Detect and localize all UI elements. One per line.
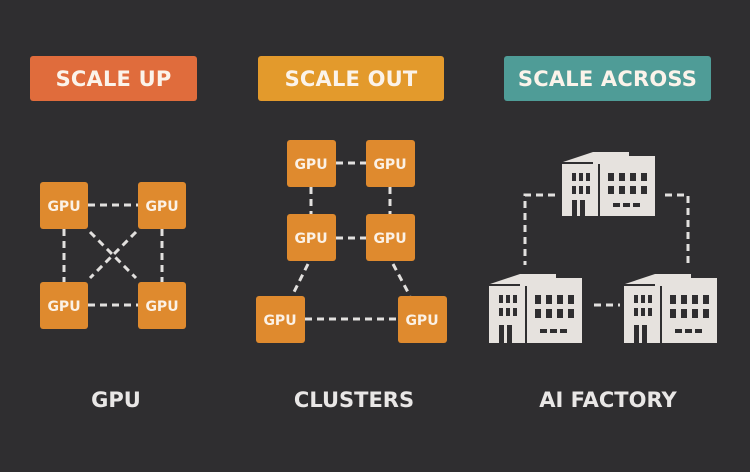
svg-text:GPU: GPU bbox=[145, 299, 178, 315]
svg-text:GPU: GPU bbox=[145, 199, 178, 215]
gpu-node: GPU bbox=[40, 282, 88, 329]
gpu-node: GPU bbox=[366, 214, 415, 261]
scale-up-diagram: GPU GPU GPU GPU bbox=[40, 182, 186, 329]
gpu-node: GPU bbox=[256, 296, 305, 343]
building-icon bbox=[624, 274, 717, 343]
svg-text:GPU: GPU bbox=[405, 313, 438, 329]
ai-factory-caption: AI FACTORY bbox=[539, 388, 677, 412]
scale-across-badge: SCALE ACROSS bbox=[504, 56, 711, 101]
svg-text:GPU: GPU bbox=[373, 231, 406, 247]
link bbox=[391, 263, 412, 297]
link bbox=[88, 230, 138, 280]
scale-out-diagram: GPU GPU GPU GPU GPU GPU bbox=[256, 140, 447, 343]
gpu-caption: GPU bbox=[91, 388, 141, 412]
gpu-node: GPU bbox=[287, 140, 336, 187]
gpu-node: GPU bbox=[398, 296, 447, 343]
svg-text:GPU: GPU bbox=[373, 157, 406, 173]
gpu-node: GPU bbox=[287, 214, 336, 261]
building-icon bbox=[562, 152, 655, 216]
scale-up-badge: SCALE UP bbox=[30, 56, 197, 101]
gpu-node: GPU bbox=[366, 140, 415, 187]
svg-text:GPU: GPU bbox=[294, 157, 327, 173]
gpu-node: GPU bbox=[138, 282, 186, 329]
svg-text:GPU: GPU bbox=[294, 231, 327, 247]
scale-across-diagram bbox=[489, 152, 717, 343]
building-icon bbox=[489, 274, 582, 343]
gpu-node: GPU bbox=[40, 182, 88, 229]
svg-text:GPU: GPU bbox=[263, 313, 296, 329]
link bbox=[523, 193, 555, 265]
link bbox=[88, 230, 138, 280]
gpu-node: GPU bbox=[138, 182, 186, 229]
svg-text:GPU: GPU bbox=[47, 199, 80, 215]
scale-out-badge: SCALE OUT bbox=[258, 56, 444, 101]
link bbox=[665, 193, 690, 265]
link bbox=[290, 263, 310, 297]
clusters-caption: CLUSTERS bbox=[293, 388, 415, 412]
svg-text:GPU: GPU bbox=[47, 299, 80, 315]
